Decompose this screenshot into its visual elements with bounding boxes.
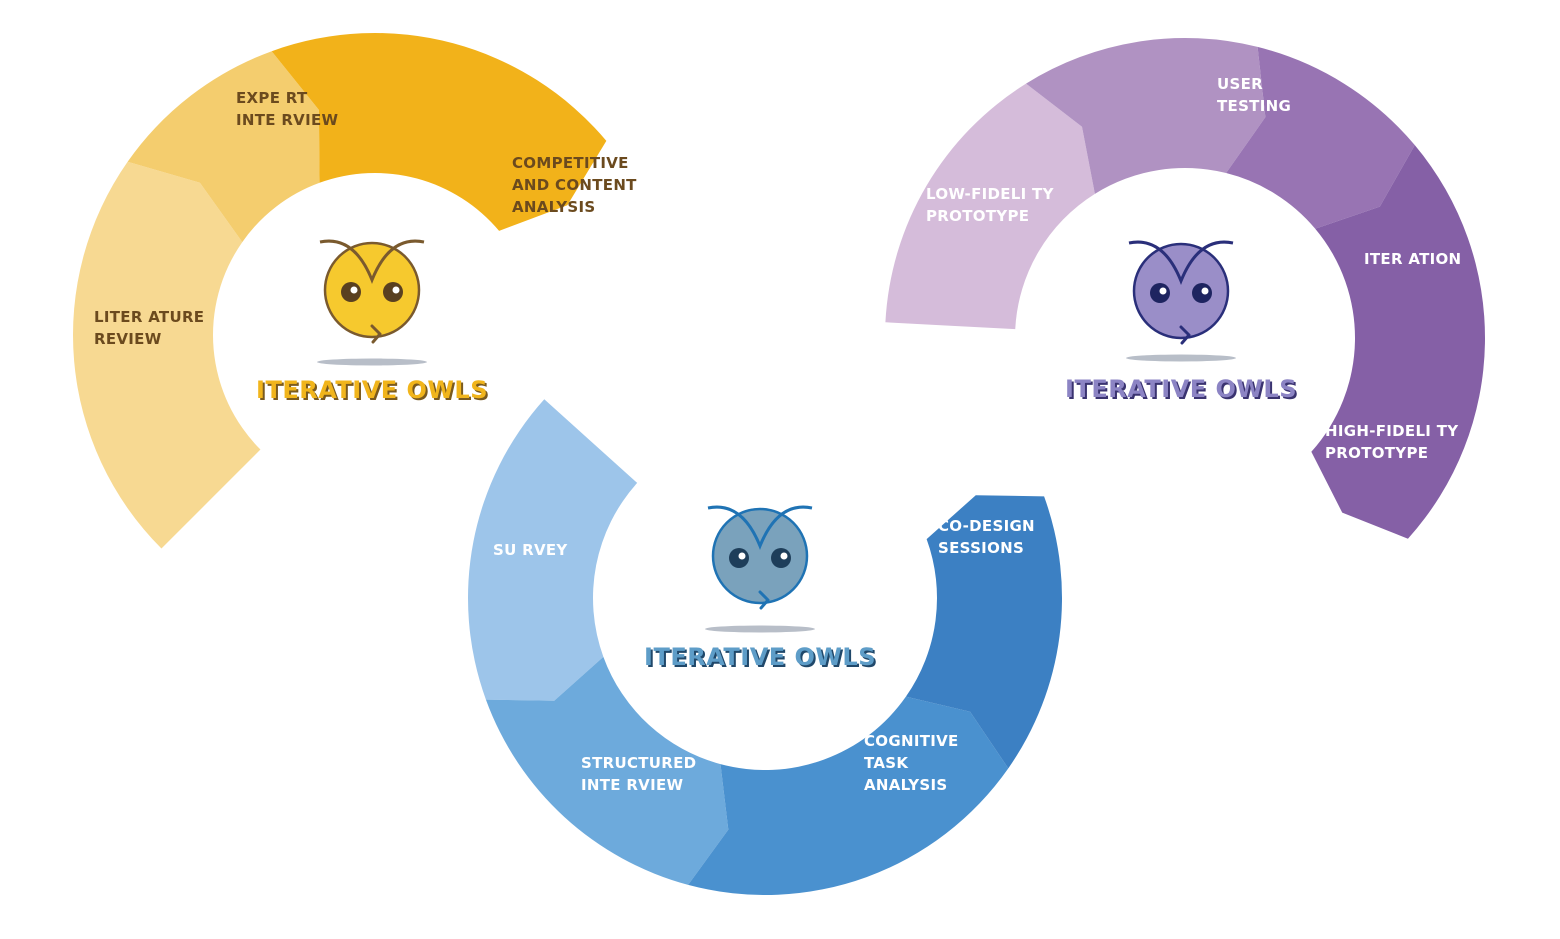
brand-text: ITERATIVE OWLS <box>256 376 488 404</box>
owl-shadow <box>1126 354 1236 362</box>
cycle-segment <box>885 83 1095 330</box>
owl-icon <box>1128 240 1234 345</box>
cycle-segment <box>1026 38 1266 194</box>
brand-text-shadow: ITERATIVE OWLS <box>646 645 878 673</box>
cycle-segment <box>1226 46 1415 229</box>
cycle-segment <box>72 161 261 549</box>
brand-text-shadow: ITERATIVE OWLS <box>258 378 490 406</box>
cycle-segment <box>1311 145 1486 539</box>
cycle-segment <box>688 696 1009 895</box>
owl-icon <box>319 239 425 344</box>
brand-text: ITERATIVE OWLS <box>644 643 876 671</box>
cycle-segments <box>72 33 607 549</box>
cycle-segments <box>468 399 1062 895</box>
owl-icon <box>707 505 813 610</box>
owl-shadow <box>317 358 427 366</box>
owl-shadow <box>705 625 815 633</box>
cycle-segment <box>271 33 607 231</box>
segment-label: SU RVEY <box>493 541 568 559</box>
segment-label: ITER ATION <box>1364 250 1461 268</box>
cycle-segments <box>885 38 1486 539</box>
cycle-segment <box>905 495 1062 769</box>
cycle-segment <box>127 51 320 243</box>
cycle-segment <box>485 656 729 885</box>
brand-text: ITERATIVE OWLS <box>1065 375 1297 403</box>
brand-text-shadow: ITERATIVE OWLS <box>1067 377 1299 405</box>
cycle-segment <box>468 399 638 701</box>
